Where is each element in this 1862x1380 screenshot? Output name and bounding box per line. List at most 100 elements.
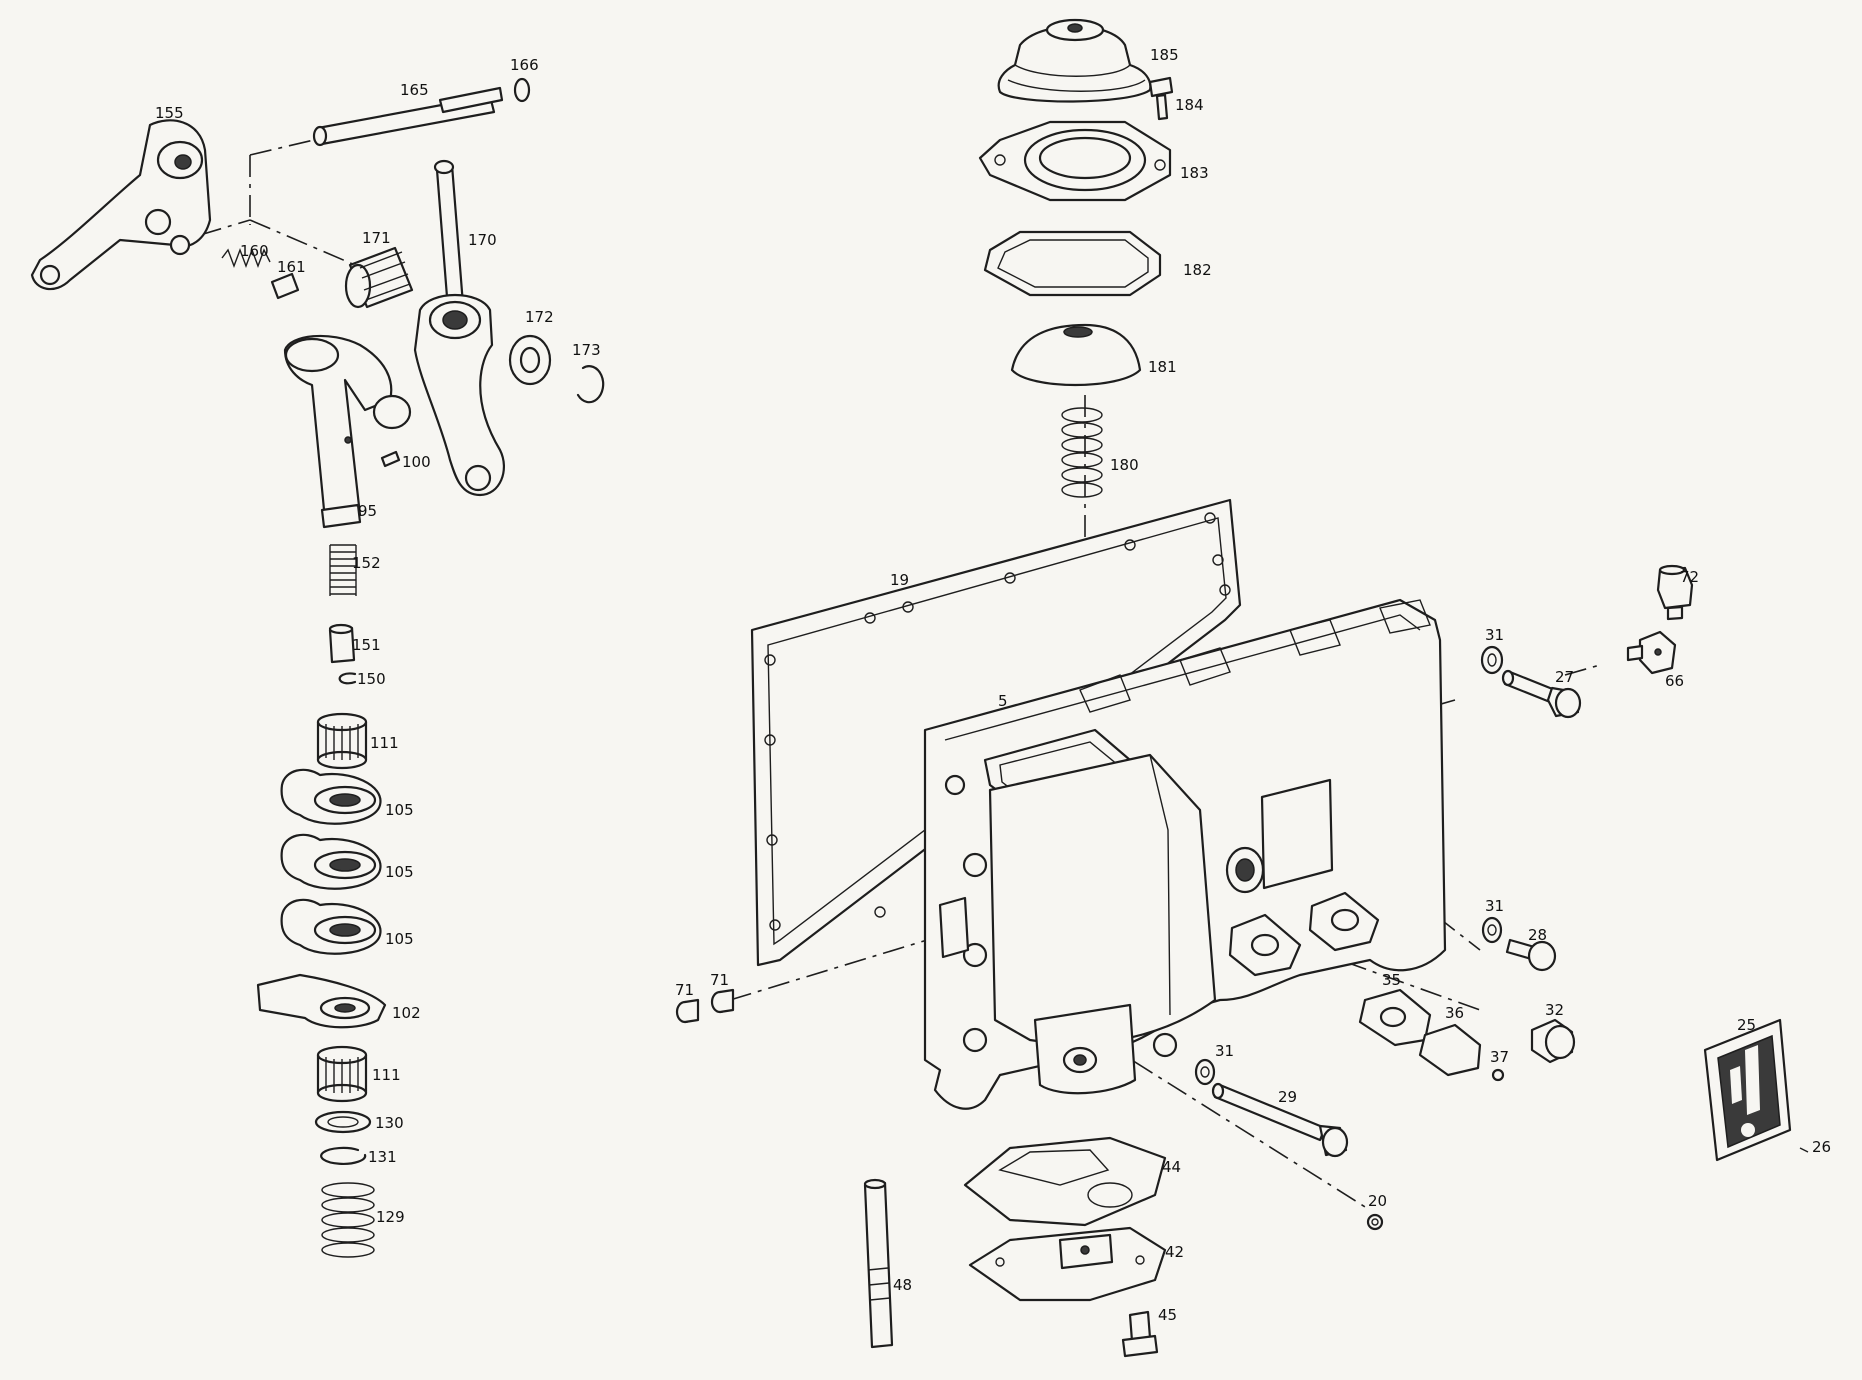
label-25: 25 — [1737, 1016, 1756, 1034]
label-183: 183 — [1180, 164, 1209, 182]
label-66: 66 — [1665, 672, 1684, 690]
part-20-nut — [1366, 1213, 1384, 1231]
part-31-washer-top — [1480, 645, 1504, 675]
label-27: 27 — [1555, 668, 1574, 686]
label-31-mid: 31 — [1485, 897, 1504, 915]
label-5: 5 — [998, 692, 1008, 710]
part-31-washer-mid — [1481, 916, 1503, 944]
label-160: 160 — [240, 242, 269, 260]
label-105-2: 105 — [385, 863, 414, 881]
part-100-pin — [380, 450, 401, 468]
label-35: 35 — [1382, 971, 1401, 989]
part-71-plug-2 — [710, 988, 735, 1014]
label-31-top: 31 — [1485, 626, 1504, 644]
label-166: 166 — [510, 56, 539, 74]
label-151: 151 — [352, 636, 381, 654]
label-185: 185 — [1150, 46, 1179, 64]
label-45: 45 — [1158, 1306, 1177, 1324]
part-27-bolt — [1501, 669, 1582, 719]
label-181: 181 — [1148, 358, 1177, 376]
part-155-shift-lever — [30, 119, 212, 291]
label-172: 172 — [525, 308, 554, 326]
part-170-selector-lever — [413, 159, 505, 497]
part-26-rivet — [1799, 1147, 1809, 1153]
part-160-spring — [221, 248, 271, 268]
part-152-spring — [329, 544, 357, 596]
label-26: 26 — [1812, 1138, 1831, 1156]
label-155: 155 — [155, 104, 184, 122]
part-161-pin — [270, 272, 300, 300]
part-111-needle-bearing-top — [316, 712, 368, 770]
part-number-labels: 166 165 155 170 171 160 161 172 173 100 … — [155, 46, 1831, 1324]
part-105-interlock-plate-2 — [280, 833, 382, 890]
part-44-gasket — [963, 1136, 1167, 1227]
part-37-screw — [1491, 1068, 1505, 1082]
label-180: 180 — [1110, 456, 1139, 474]
label-111-bottom: 111 — [372, 1066, 401, 1084]
part-72-sensor — [1656, 564, 1694, 621]
part-150-ring — [338, 672, 357, 685]
label-184: 184 — [1175, 96, 1204, 114]
label-102: 102 — [392, 1004, 421, 1022]
label-171: 171 — [362, 229, 391, 247]
part-165-shaft — [312, 86, 504, 147]
label-129: 129 — [376, 1208, 405, 1226]
part-32-cap-nut — [1530, 1018, 1576, 1064]
part-130-ring — [314, 1110, 372, 1134]
part-171-needle-bearing — [344, 246, 414, 309]
part-183-flange-cover — [978, 120, 1172, 202]
label-20: 20 — [1368, 1192, 1387, 1210]
label-36: 36 — [1445, 1004, 1464, 1022]
part-105-interlock-plate-1 — [280, 768, 382, 825]
part-166-snap-ring — [513, 77, 531, 103]
part-102-guide-plate — [256, 973, 387, 1029]
label-72: 72 — [1680, 568, 1699, 586]
label-19: 19 — [890, 571, 909, 589]
part-31-washer-bottom — [1194, 1058, 1216, 1086]
label-182: 182 — [1183, 261, 1212, 279]
label-173: 173 — [572, 341, 601, 359]
label-111-top: 111 — [370, 734, 399, 752]
part-151-plunger — [328, 623, 356, 664]
part-36-cover-plate — [1418, 1023, 1482, 1077]
part-28-bolt — [1505, 938, 1557, 972]
label-31-bottom: 31 — [1215, 1042, 1234, 1060]
part-181-dome-cap — [1010, 323, 1142, 387]
part-185-rubber-boot — [997, 18, 1152, 103]
part-35-cover-plate — [1358, 988, 1432, 1047]
part-111-needle-bearing-bottom — [316, 1045, 368, 1103]
label-100: 100 — [402, 453, 431, 471]
label-131: 131 — [368, 1148, 397, 1166]
part-182-gasket — [983, 230, 1162, 297]
label-37: 37 — [1490, 1048, 1509, 1066]
label-161: 161 — [277, 258, 306, 276]
label-152: 152 — [352, 554, 381, 572]
label-42: 42 — [1165, 1243, 1184, 1261]
label-48: 48 — [893, 1276, 912, 1294]
label-29: 29 — [1278, 1088, 1297, 1106]
part-71-plug-1 — [675, 998, 700, 1024]
label-95: 95 — [358, 502, 377, 520]
part-129-spring — [321, 1182, 375, 1258]
part-184-bolt — [1148, 76, 1174, 121]
label-150: 150 — [357, 670, 386, 688]
label-105-1: 105 — [385, 801, 414, 819]
label-71-2: 71 — [710, 971, 729, 989]
label-105-3: 105 — [385, 930, 414, 948]
label-28: 28 — [1528, 926, 1547, 944]
part-45-bolt — [1121, 1310, 1159, 1358]
label-170: 170 — [468, 231, 497, 249]
label-130: 130 — [375, 1114, 404, 1132]
part-95-shift-shaft — [283, 334, 412, 529]
part-42-cover-plate — [968, 1226, 1167, 1302]
part-172-washer — [508, 334, 552, 386]
label-32: 32 — [1545, 1001, 1564, 1019]
part-29-long-bolt — [1211, 1082, 1349, 1158]
label-165: 165 — [400, 81, 429, 99]
label-71-1: 71 — [675, 981, 694, 999]
label-44: 44 — [1162, 1158, 1181, 1176]
part-105-interlock-plate-3 — [280, 898, 382, 955]
part-25-identification-plate — [1703, 1018, 1792, 1162]
part-48-shift-rod — [863, 1178, 894, 1349]
